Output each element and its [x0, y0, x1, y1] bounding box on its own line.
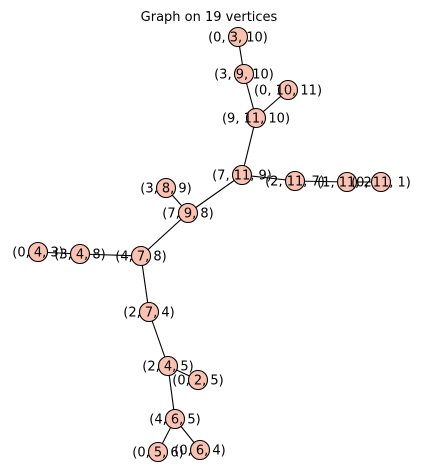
vertex-v12: (4, 7, 8)	[115, 245, 167, 267]
vertex-node	[370, 171, 392, 193]
vertex-v8: (3, 8, 9)	[140, 177, 192, 199]
vertex-node	[245, 107, 267, 129]
vertex-label: (4, 6, 5)	[149, 413, 201, 428]
vertex-node	[277, 79, 299, 101]
vertex-label: (0, 3, 10)	[208, 31, 268, 46]
vertex-node	[164, 408, 186, 430]
vertex-node	[147, 441, 169, 463]
edge-v9-v12	[140, 212, 189, 257]
vertex-v6: (1, 11, 2)	[317, 171, 377, 193]
vertex-v7: (0, 11, 1)	[351, 171, 411, 193]
vertex-label: (0, 11, 1)	[351, 176, 411, 191]
vertex-label: (9, 11, 10)	[222, 112, 290, 127]
vertex-label: (0, 4, 3)	[12, 246, 64, 261]
vertex-v9: (7, 9, 8)	[162, 202, 214, 224]
vertex-label: (3, 8, 9)	[140, 182, 192, 197]
edge-v4-v9	[187, 174, 243, 214]
vertex-v15: (0, 2, 5)	[172, 369, 224, 391]
vertex-label: (3, 9, 10)	[214, 68, 274, 83]
vertex-label: (2, 11, 7)	[265, 175, 325, 190]
vertex-v18: (0, 6, 4)	[174, 439, 226, 461]
vertex-node	[284, 170, 306, 192]
vertex-node	[138, 301, 160, 323]
nodes-layer: (0, 3, 10) (3, 9, 10)(0, 10, 11) (9, 11, 1…	[12, 26, 411, 463]
vertex-label: (2, 7, 4)	[123, 306, 175, 321]
vertex-node	[189, 439, 211, 461]
vertex-v13: (2, 7, 4)	[123, 301, 175, 323]
vertex-node	[227, 26, 249, 48]
vertex-node	[336, 171, 358, 193]
vertex-node	[130, 245, 152, 267]
vertex-node	[187, 369, 209, 391]
vertex-node	[157, 355, 179, 377]
vertex-label: (0, 6, 4)	[174, 444, 226, 459]
vertex-label: (0, 10, 11)	[254, 84, 322, 99]
vertex-v2: (0, 10, 11)	[254, 79, 322, 101]
vertex-v17: (0, 5, 6)	[132, 441, 184, 463]
graph-title: Graph on 19 vertices	[141, 10, 278, 25]
vertex-node	[27, 241, 49, 263]
vertex-v1: (3, 9, 10)	[214, 63, 274, 85]
vertex-v0: (0, 3, 10)	[208, 26, 268, 48]
vertex-label: (7, 11, 9)	[212, 169, 272, 184]
vertex-label: (3, 4, 8)	[54, 248, 106, 263]
vertex-v3: (9, 11, 10)	[222, 107, 290, 129]
vertex-node	[69, 243, 91, 265]
vertex-label: (1, 11, 2)	[317, 176, 377, 191]
vertex-label: (7, 9, 8)	[162, 207, 214, 222]
vertex-v4: (7, 11, 9)	[212, 164, 272, 186]
vertex-node	[155, 177, 177, 199]
vertex-label: (2, 4, 5)	[142, 360, 194, 375]
vertex-v16: (4, 6, 5)	[149, 408, 201, 430]
vertex-v10: (0, 4, 3)	[12, 241, 64, 263]
vertex-node	[233, 63, 255, 85]
vertex-v14: (2, 4, 5)	[142, 355, 194, 377]
vertex-label: (0, 5, 6)	[132, 446, 184, 461]
vertex-v5: (2, 11, 7)	[265, 170, 325, 192]
vertex-label: (0, 2, 5)	[172, 374, 224, 389]
vertex-v11: (3, 4, 8)	[54, 243, 106, 265]
vertex-node	[177, 202, 199, 224]
edges-layer	[37, 36, 381, 453]
vertex-node	[231, 164, 253, 186]
edge-v11-v12	[79, 253, 142, 257]
vertex-label: (4, 7, 8)	[115, 250, 167, 265]
